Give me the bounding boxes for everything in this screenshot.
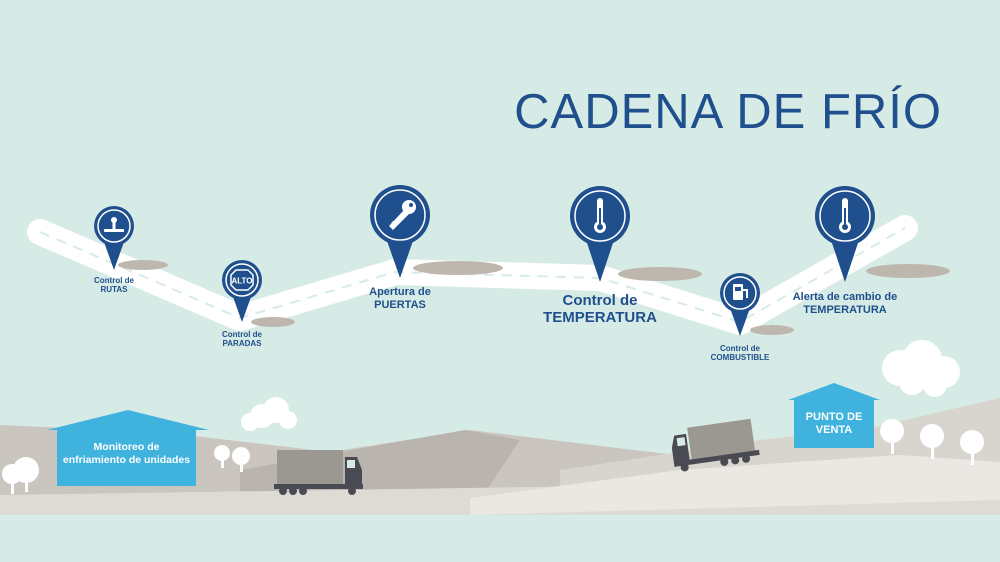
landscape xyxy=(0,398,1000,562)
stop-sign-text: ALTO xyxy=(231,277,252,286)
tree xyxy=(960,430,984,465)
tree xyxy=(880,419,904,454)
pin-paradas: ALTO xyxy=(222,260,262,322)
tree xyxy=(232,447,250,472)
pin-alerta xyxy=(815,186,875,282)
pin-temperatura xyxy=(570,186,630,282)
truck-right xyxy=(671,418,760,472)
ground-band xyxy=(0,515,1000,562)
clouds xyxy=(241,340,960,431)
route-road xyxy=(27,215,918,335)
pin-puertas xyxy=(370,185,430,278)
tree xyxy=(214,445,230,468)
stop-sign-icon xyxy=(230,269,254,291)
thermometer-icon xyxy=(594,198,606,233)
pin-rutas xyxy=(94,206,134,270)
cloud xyxy=(882,340,960,397)
page-title: CADENA DE FRÍO xyxy=(514,85,942,139)
key-icon xyxy=(389,200,416,230)
trees xyxy=(2,419,984,494)
dirt-road xyxy=(470,455,1000,515)
point-of-sale-building xyxy=(788,383,880,448)
route-marker-icon xyxy=(104,217,124,232)
truck-left xyxy=(274,450,363,495)
monitoring-building xyxy=(47,410,209,486)
pin-shadows xyxy=(118,260,950,335)
tree xyxy=(2,464,22,494)
fuel-pump-icon xyxy=(733,284,748,300)
thermometer-icon xyxy=(839,198,851,233)
cloud xyxy=(241,397,297,431)
pin-combustible xyxy=(720,273,760,336)
tree xyxy=(920,424,944,459)
